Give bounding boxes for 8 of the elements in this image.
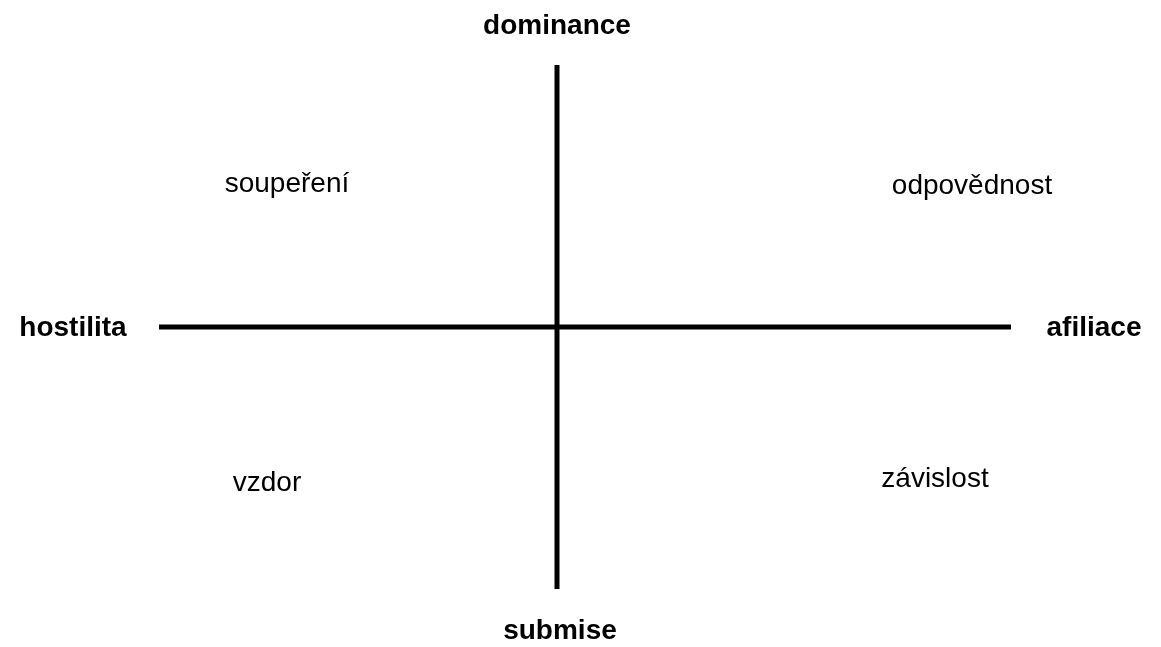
- axis-label: afiliace: [1046, 311, 1142, 343]
- quadrant-label: odpovědnost: [891, 169, 1053, 201]
- axis-label: dominance: [483, 9, 631, 41]
- quadrant-label: závislost: [881, 462, 989, 494]
- quadrant-label: vzdor: [232, 466, 302, 498]
- axis-label: submise: [503, 614, 617, 646]
- quadrant-label: soupeření: [224, 167, 350, 199]
- axis-label: hostilita: [19, 311, 127, 343]
